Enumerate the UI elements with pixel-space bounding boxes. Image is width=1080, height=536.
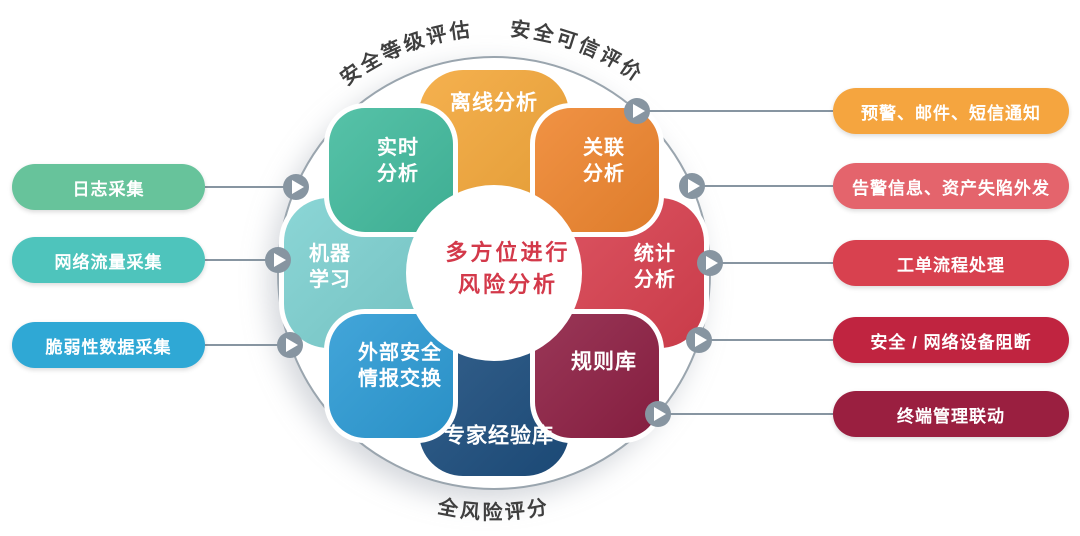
input-box-network-traffic-collection: 网络流量采集: [12, 237, 205, 283]
petal-label-realtime-analysis: 实时 分析: [377, 137, 419, 185]
output-label: 告警信息、资产失陷外发: [852, 178, 1050, 198]
output-box-alarm-asset-compromise-export: 告警信息、资产失陷外发: [833, 163, 1069, 209]
output-label: 预警、邮件、短信通知: [861, 103, 1041, 123]
output-label: 终端管理联动: [897, 406, 1005, 426]
ring-label-bottom: 全风险评分: [435, 494, 552, 524]
output-box-alert-email-sms-notification: 预警、邮件、短信通知: [833, 88, 1069, 134]
petal-label-correlation-analysis: 关联 分析: [583, 137, 625, 185]
center-title: 多方位进行 风险分析: [445, 240, 571, 297]
petal-label-external-intel-exchange: 外部安全 情报交换: [358, 342, 442, 390]
input-label: 日志采集: [72, 179, 145, 199]
output-box-device-blocking: 安全 / 网络设备阻断: [833, 317, 1069, 363]
petal-label-rule-library: 规则库: [571, 350, 637, 374]
input-box-vulnerability-data-collection: 脆弱性数据采集: [12, 322, 205, 368]
input-box-log-collection: 日志采集: [12, 164, 205, 210]
output-box-ticket-workflow: 工单流程处理: [833, 240, 1069, 286]
petal-label-expert-knowledge-base: 专家经验库: [444, 424, 554, 448]
flow-arrow-icon: [679, 173, 705, 199]
output-label: 安全 / 网络设备阻断: [870, 332, 1032, 352]
petal-label-statistical-analysis: 统计 分析: [634, 243, 676, 291]
petal-label-machine-learning: 机器 学习: [309, 243, 351, 291]
output-box-endpoint-management-linkage: 终端管理联动: [833, 391, 1069, 437]
output-label: 工单流程处理: [897, 255, 1005, 275]
input-label: 脆弱性数据采集: [45, 337, 172, 357]
input-label: 网络流量采集: [54, 252, 163, 272]
flow-arrow-icon: [283, 174, 309, 200]
petal-label-offline-analysis: 离线分析: [450, 91, 538, 115]
